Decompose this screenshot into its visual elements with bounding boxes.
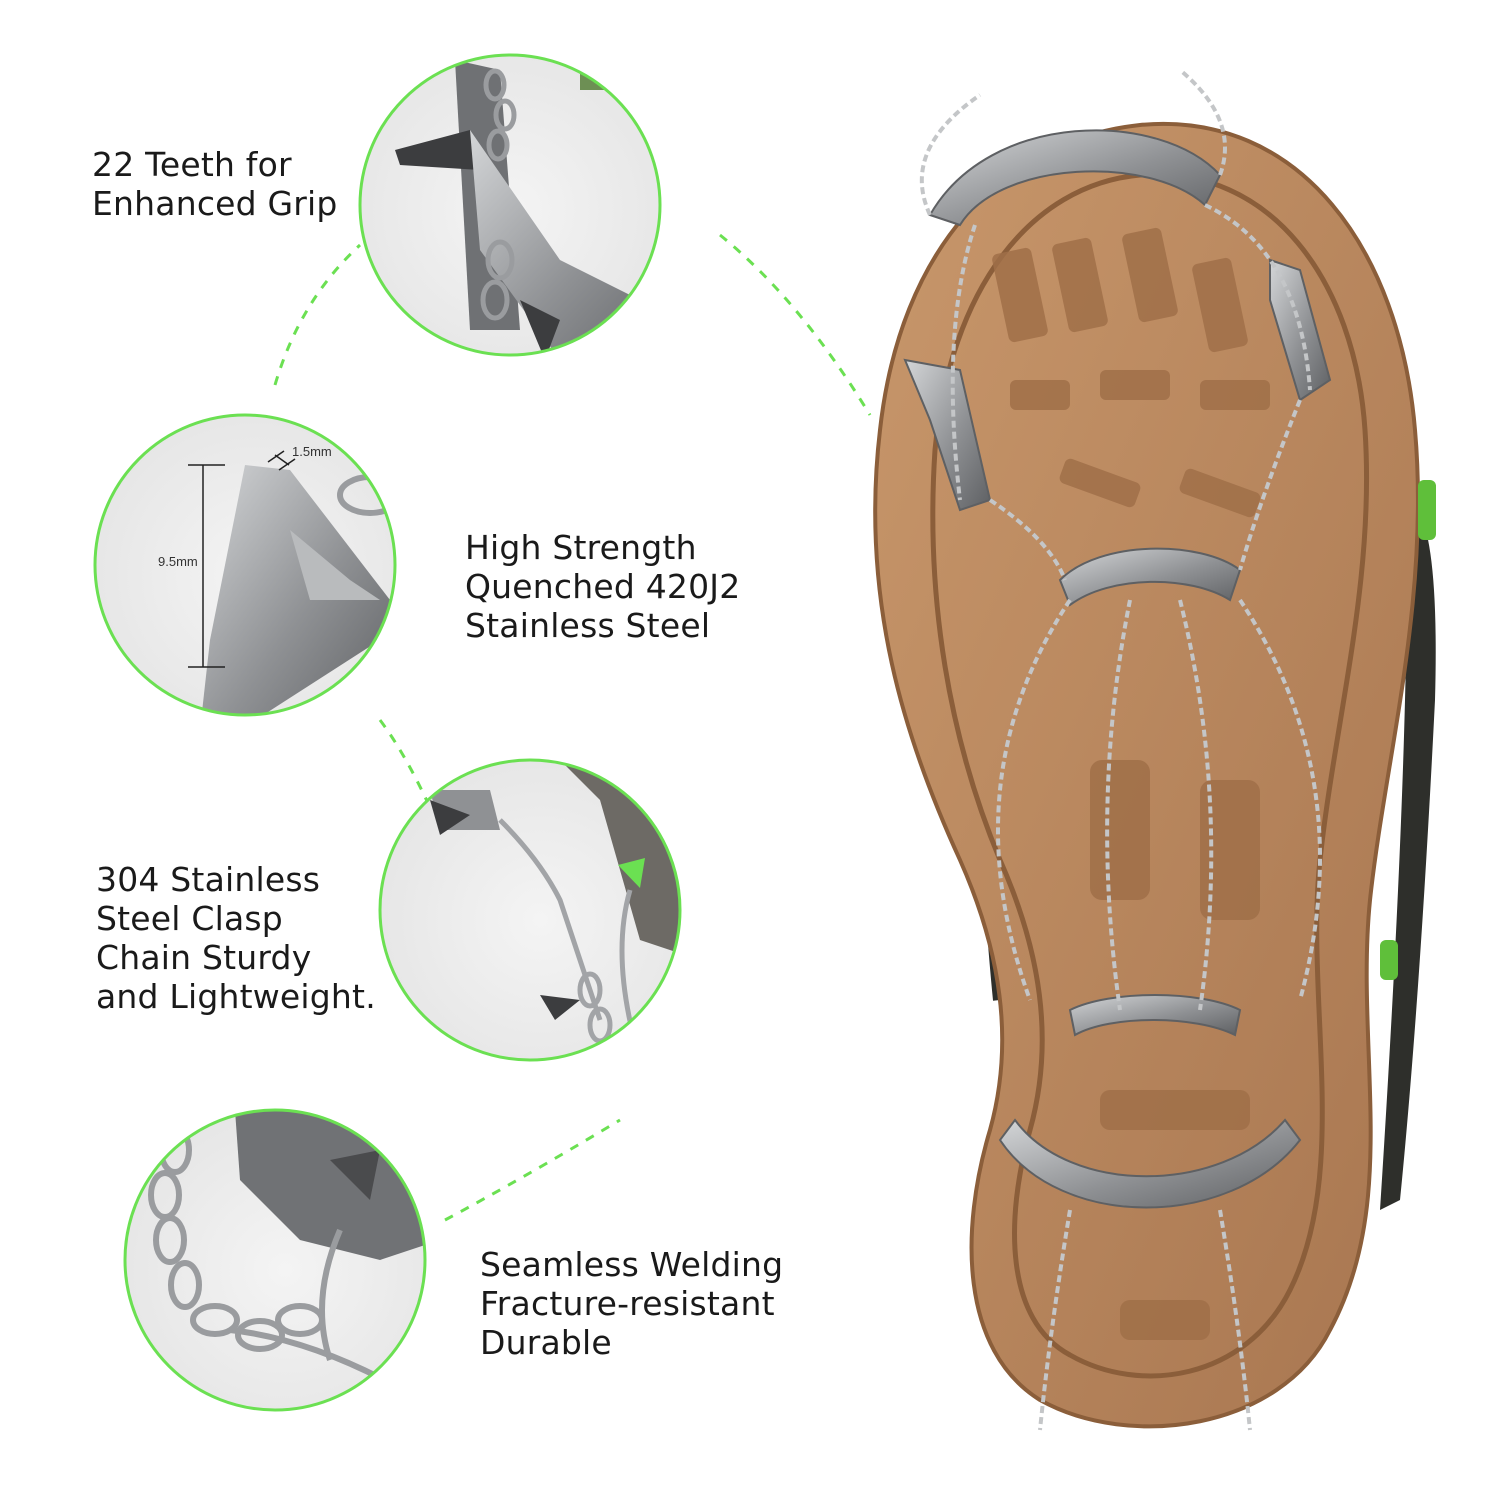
- feature-label-chain: 304 Stainless Steel Clasp Chain Sturdy a…: [96, 860, 376, 1016]
- dashed-connectors: [273, 233, 872, 1222]
- feature-line: Stainless Steel: [465, 606, 711, 645]
- feature-line: and Lightweight.: [96, 977, 376, 1016]
- feature-line: 22 Teeth for: [92, 145, 292, 184]
- detail-circle-tooth-dimension: 1.5mm 9.5mm: [95, 415, 395, 715]
- feature-line: 304 Stainless: [96, 860, 321, 899]
- shoe-sole-with-crampon-icon: [873, 68, 1436, 1431]
- feature-line: Seamless Welding: [480, 1245, 784, 1284]
- dim-width-label: 1.5mm: [292, 444, 332, 459]
- feature-label-teeth: 22 Teeth for Enhanced Grip: [92, 145, 338, 223]
- feature-line: Fracture-resistant: [480, 1284, 775, 1323]
- detail-circle-teeth: [360, 55, 660, 355]
- feature-line: Chain Sturdy: [96, 938, 312, 977]
- feature-line: Steel Clasp: [96, 899, 283, 938]
- feature-line: Durable: [480, 1323, 612, 1362]
- feature-line: Quenched 420J2: [465, 567, 741, 606]
- feature-line: Enhanced Grip: [92, 184, 338, 223]
- feature-label-welding: Seamless Welding Fracture-resistant Dura…: [480, 1245, 783, 1362]
- detail-circle-clasp-chain: [380, 760, 680, 1060]
- feature-line: High Strength: [465, 528, 697, 567]
- feature-label-steel: High Strength Quenched 420J2 Stainless S…: [465, 528, 740, 645]
- detail-circle-welded-chain: [125, 1110, 425, 1410]
- dim-height-label: 9.5mm: [158, 554, 198, 569]
